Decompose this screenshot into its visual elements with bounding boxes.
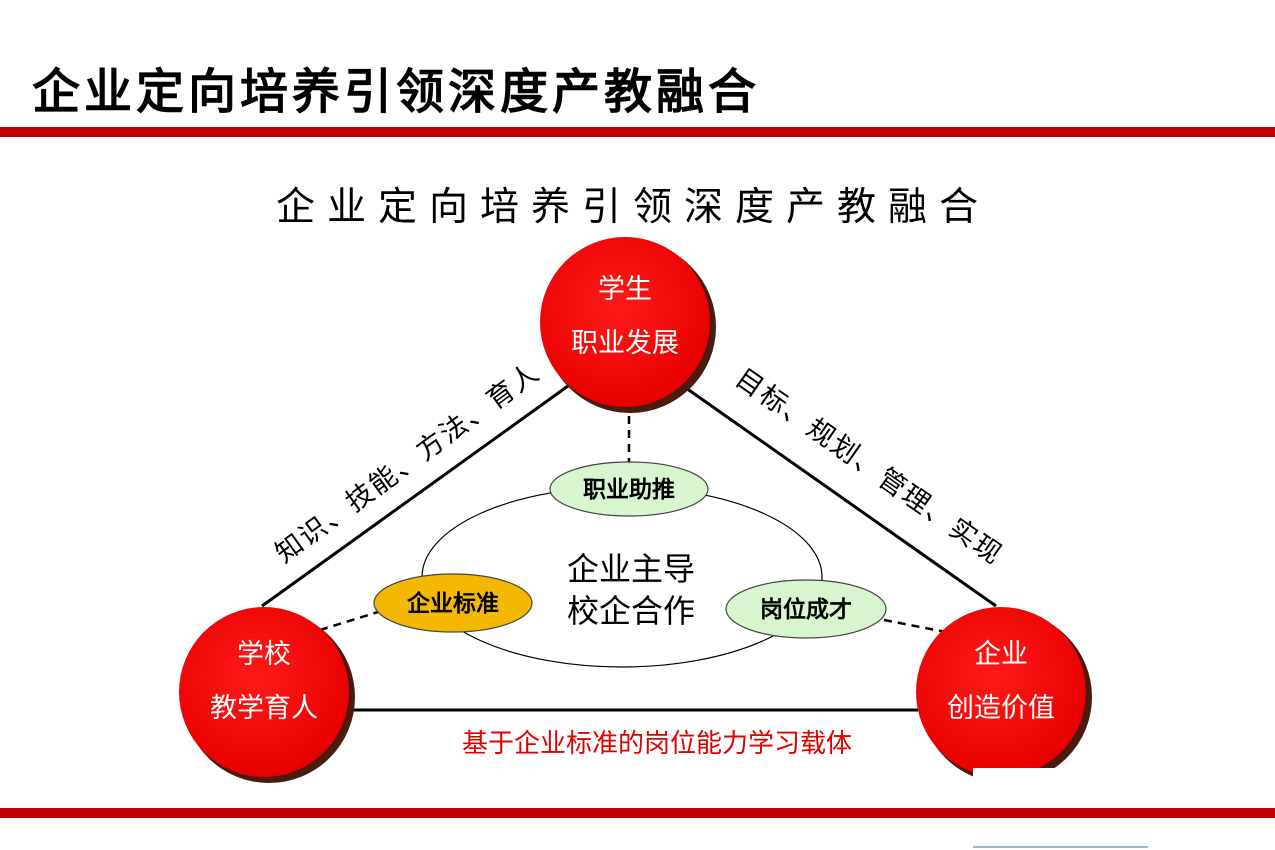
connector-left-dash [319,610,379,632]
node-enterprise: 企业 创造价值 [916,607,1092,783]
pill-right: 岗位成才 [725,579,887,639]
node-student-line-1: 学生 [598,274,652,305]
bottom-divider [0,808,1275,818]
edge-right-label: 目标、规划、管理、实现 [729,363,1008,571]
node-school: 学校 教学育人 [179,607,355,783]
corner-line [973,846,1148,848]
node-school-line-2: 教学育人 [210,693,318,724]
diagram-title: 企业定向培养引领深度产教融合 [276,185,991,230]
pill-left-label: 企业标准 [406,590,499,617]
node-enterprise-line-2: 创造价值 [947,693,1055,724]
connector-right-dash [883,618,947,634]
edge-left-label: 知识、技能、方法、育人 [270,357,546,570]
pill-top-label: 职业助推 [583,476,675,503]
center-line-1: 企业主导 [567,550,695,588]
pill-right-label: 岗位成才 [760,596,852,623]
edge-left-line [261,384,569,608]
edge-bottom-label: 基于企业标准的岗位能力学习载体 [462,729,852,759]
node-school-line-1: 学校 [237,639,291,670]
top-divider [0,127,1275,137]
edge-right-line [685,386,997,608]
pill-top: 职业助推 [549,461,709,517]
node-student: 学生 职业发展 [540,237,716,413]
center-line-2: 校企合作 [567,592,695,630]
page-title: 企业定向培养引领深度产教融合 [32,64,761,120]
pill-left: 企业标准 [373,573,533,633]
node-student-line-2: 职业发展 [571,328,679,359]
corner-blank [973,768,1148,808]
node-enterprise-line-1: 企业 [974,639,1028,670]
